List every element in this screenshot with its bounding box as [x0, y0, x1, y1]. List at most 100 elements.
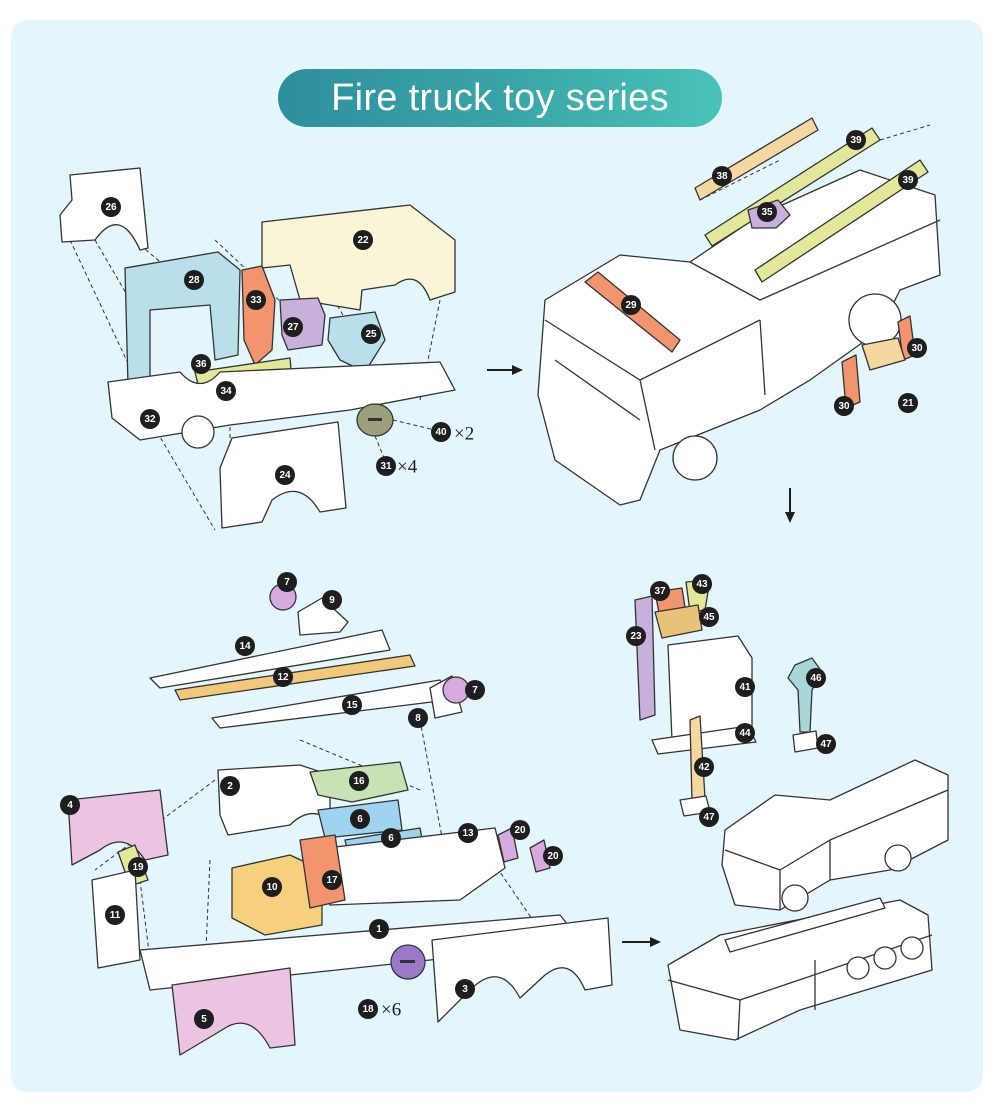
badge-circle: [735, 723, 755, 743]
badge-number: 12: [277, 672, 289, 683]
part-47-stand-b: [792, 730, 819, 753]
badge-number: 19: [132, 862, 144, 873]
part-badge-16: 16: [349, 771, 369, 791]
badge-circle: [699, 607, 719, 627]
badge-number: 3: [462, 984, 468, 995]
truck-wheel-rear: [848, 293, 902, 347]
part-4-panel: [67, 789, 169, 866]
badge-number: 38: [716, 171, 728, 182]
truck-body-lines: [544, 219, 941, 451]
part-badge-19: 19: [128, 857, 148, 877]
badge-number: 44: [739, 728, 751, 739]
part-21-piece: [861, 337, 906, 371]
badge-number: 32: [144, 414, 156, 425]
badge-circle: [846, 130, 866, 150]
truck-wheel-front: [672, 435, 718, 481]
badge-number: 35: [761, 207, 773, 218]
badge-circle: [369, 919, 389, 939]
badge-circle: [898, 393, 918, 413]
badge-number: 17: [326, 875, 338, 886]
part-badge-4: 4: [60, 795, 80, 815]
part-badge-18: 18: [358, 999, 378, 1019]
badge-circle: [626, 626, 646, 646]
fire-truck-lines: [724, 789, 949, 910]
badge-number: 25: [365, 329, 377, 340]
part-badge-29: 29: [621, 295, 641, 315]
badge-circle: [757, 202, 777, 222]
badge-circle: [735, 677, 755, 697]
step-1-exploded-cab: [59, 167, 456, 531]
part-badge-39a: 39: [846, 130, 866, 150]
badge-number: 21: [902, 398, 914, 409]
badge-number: 13: [462, 828, 474, 839]
badge-number: 27: [287, 322, 299, 333]
badge-number: 1: [376, 924, 382, 935]
badge-circle: [350, 809, 370, 829]
part-badge-41: 41: [735, 677, 755, 697]
badge-circle: [128, 857, 148, 877]
part-badge-7a: 7: [277, 572, 297, 592]
badge-number: 20: [514, 825, 526, 836]
arrow-right-1: [487, 365, 523, 375]
badge-circle: [358, 999, 378, 1019]
part-badge-20a: 20: [510, 820, 530, 840]
badge-circle: [712, 166, 732, 186]
badge-circle: [342, 695, 362, 715]
ladder-truck-boom: [724, 897, 886, 953]
part-20-b: [529, 839, 551, 873]
finished-fire-truck: [721, 759, 949, 911]
part-badge-6a: 6: [350, 809, 370, 829]
part-32-base: [107, 361, 456, 441]
part-badge-39b: 39: [898, 170, 918, 190]
part-badge-26: 26: [101, 197, 121, 217]
fire-truck-wheel-b: [884, 844, 912, 872]
badge-number: 14: [239, 641, 251, 652]
part-badge-30a: 30: [907, 338, 927, 358]
badge-number: 15: [346, 700, 358, 711]
badge-circle: [408, 708, 428, 728]
badge-number: 7: [472, 685, 478, 696]
badge-circle: [105, 905, 125, 925]
badge-number: 34: [220, 386, 232, 397]
badge-number: 29: [625, 300, 637, 311]
badge-number: 16: [353, 776, 365, 787]
part-30-b: [841, 354, 861, 409]
badge-number: 4: [67, 800, 73, 811]
badge-circle: [353, 230, 373, 250]
part-9-bracket: [297, 597, 349, 636]
part-5-panel: [171, 967, 296, 1056]
badge-circle: [235, 636, 255, 656]
part-badge-10: 10: [262, 877, 282, 897]
part-badge-9: 9: [322, 590, 342, 610]
badge-circle: [650, 581, 670, 601]
badge-circle: [322, 870, 342, 890]
part-badge-45: 45: [699, 607, 719, 627]
qty-31: ×4: [397, 457, 418, 478]
badge-circle: [907, 338, 927, 358]
badge-number: 10: [266, 882, 278, 893]
part-33-panel: [241, 265, 276, 366]
badge-number: 9: [329, 595, 335, 606]
badge-number: 40: [435, 427, 447, 438]
part-badge-32: 32: [140, 409, 160, 429]
arrow-down-1: [785, 488, 795, 523]
part-badge-15: 15: [342, 695, 362, 715]
part-badge-13: 13: [458, 823, 478, 843]
part-22-panel: [261, 204, 456, 311]
badge-circle: [246, 290, 266, 310]
badge-circle: [191, 354, 211, 374]
part-2-panel: [217, 764, 331, 836]
part-badge-1: 1: [369, 919, 389, 939]
badge-number: 33: [250, 295, 262, 306]
badge-circle: [431, 422, 451, 442]
part-45-piece: [654, 604, 703, 639]
badge-number: 2: [227, 781, 233, 792]
badge-number: 41: [739, 682, 751, 693]
part-badge-3: 3: [455, 979, 475, 999]
badge-number: 39: [850, 135, 862, 146]
badge-number: 26: [105, 202, 117, 213]
badge-circle: [262, 877, 282, 897]
badge-number: 22: [357, 235, 369, 246]
ladder-truck-wheel-c: [900, 936, 924, 960]
